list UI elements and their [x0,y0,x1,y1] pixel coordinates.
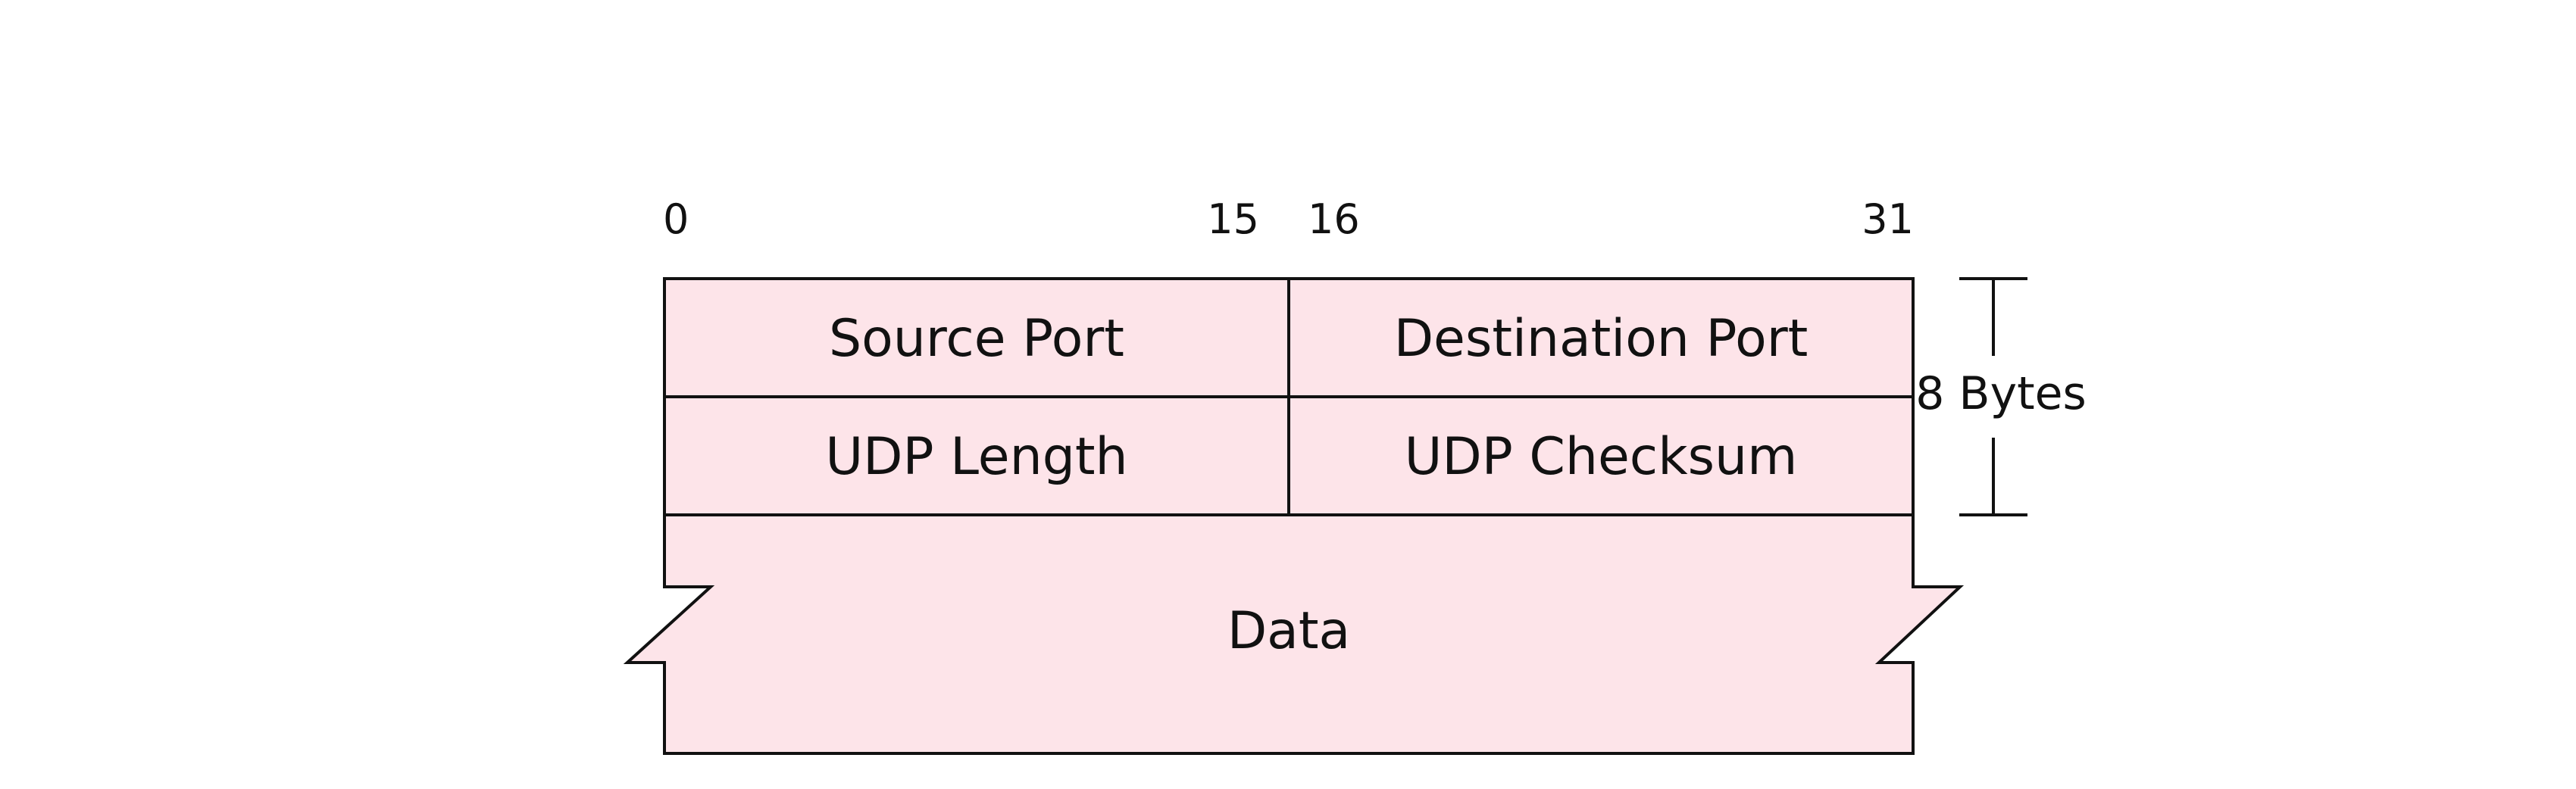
bit-label-16: 16 [1308,195,1360,243]
header-size-bracket [1959,277,2027,516]
destination-port-label: Destination Port [1394,309,1809,369]
udp-checksum-label: UDP Checksum [1405,427,1798,487]
udp-checksum-cell [1287,395,1915,516]
udp-length-label: UDP Length [825,427,1127,487]
bit-label-31: 31 [1862,195,1914,243]
bit-label-15: 15 [1207,195,1259,243]
destination-port-cell [1287,277,1915,398]
bit-label-0: 0 [663,195,689,243]
data-block [623,513,1965,755]
source-port-label: Source Port [829,309,1124,369]
udp-length-cell [663,395,1290,516]
data-label: Data [1227,601,1350,661]
header-size-label: 8 Bytes [1915,367,2087,420]
source-port-cell [663,277,1290,398]
